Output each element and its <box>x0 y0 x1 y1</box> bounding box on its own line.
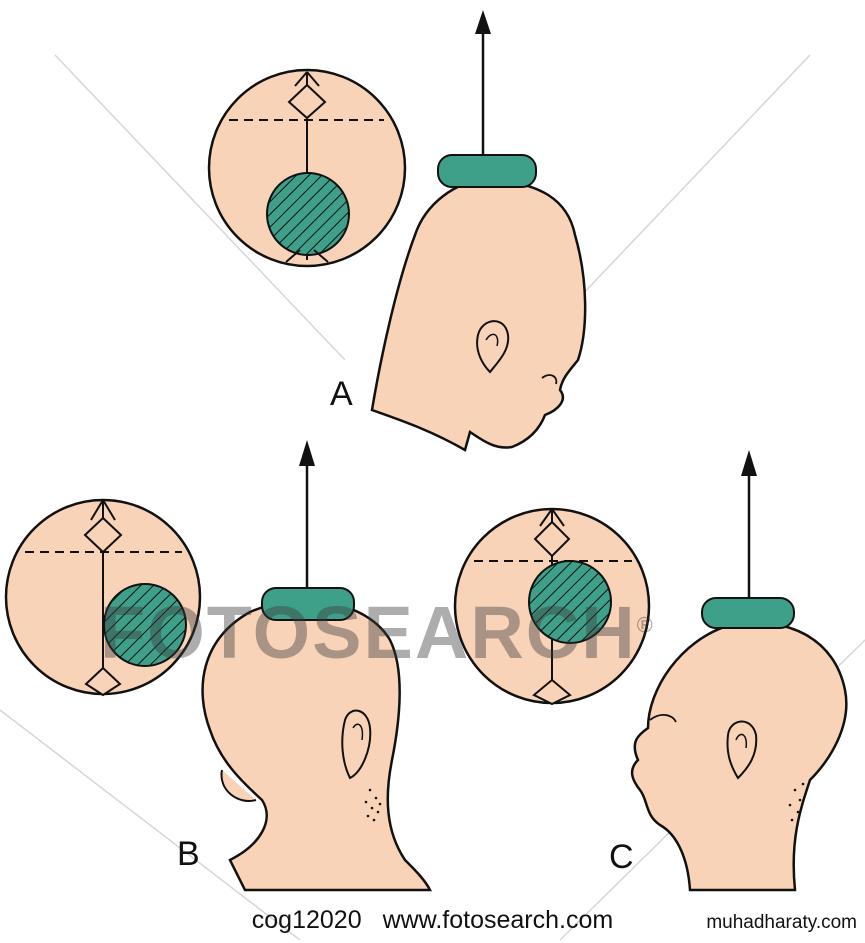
watermark-text: FOTOSEARCH <box>100 591 637 674</box>
panel-a-hatched-mass <box>266 172 350 256</box>
panel-b-inset <box>4 498 202 697</box>
panel-a-ear <box>476 320 510 374</box>
panel-a-head <box>370 178 587 452</box>
panel-c <box>453 450 848 892</box>
panel-a-inset <box>207 68 407 268</box>
panel-b-tourniquet <box>261 587 355 621</box>
watermark-registered-mark: ® <box>636 612 655 638</box>
panel-b-cheek <box>220 769 257 802</box>
panel-b-ear <box>341 709 372 780</box>
panel-c-tourniquet <box>701 597 795 629</box>
panel-c-inset <box>453 507 651 706</box>
image-caption: cog12020 www.fotosearch.com <box>0 906 865 935</box>
caption-id: cog12020 <box>251 906 362 934</box>
panel-b-label: B <box>177 835 200 873</box>
panel-c-hairline-dots <box>788 782 805 822</box>
panel-c-label: C <box>609 838 634 876</box>
panel-b-head <box>201 599 433 892</box>
watermark: FOTOSEARCH® <box>100 596 655 670</box>
panel-a-label: A <box>330 375 353 413</box>
panel-c-traction-arrow <box>741 450 757 602</box>
panel-c-eye <box>649 714 677 723</box>
panel-c-hatched-mass <box>528 560 612 644</box>
panel-a-tourniquet <box>437 154 537 188</box>
panel-a-traction-arrow <box>475 10 491 158</box>
panel-b-traction-arrow <box>299 440 315 592</box>
panel-a <box>207 10 587 452</box>
site-tag: muhadharaty.com <box>706 912 857 933</box>
caption-url: www.fotosearch.com <box>382 906 614 934</box>
panel-b-hairline-dots <box>364 788 382 822</box>
panel-a-eye <box>541 374 558 385</box>
panel-b <box>4 440 433 892</box>
panel-c-ear <box>726 720 758 780</box>
panel-b-hatched-mass <box>103 583 187 667</box>
